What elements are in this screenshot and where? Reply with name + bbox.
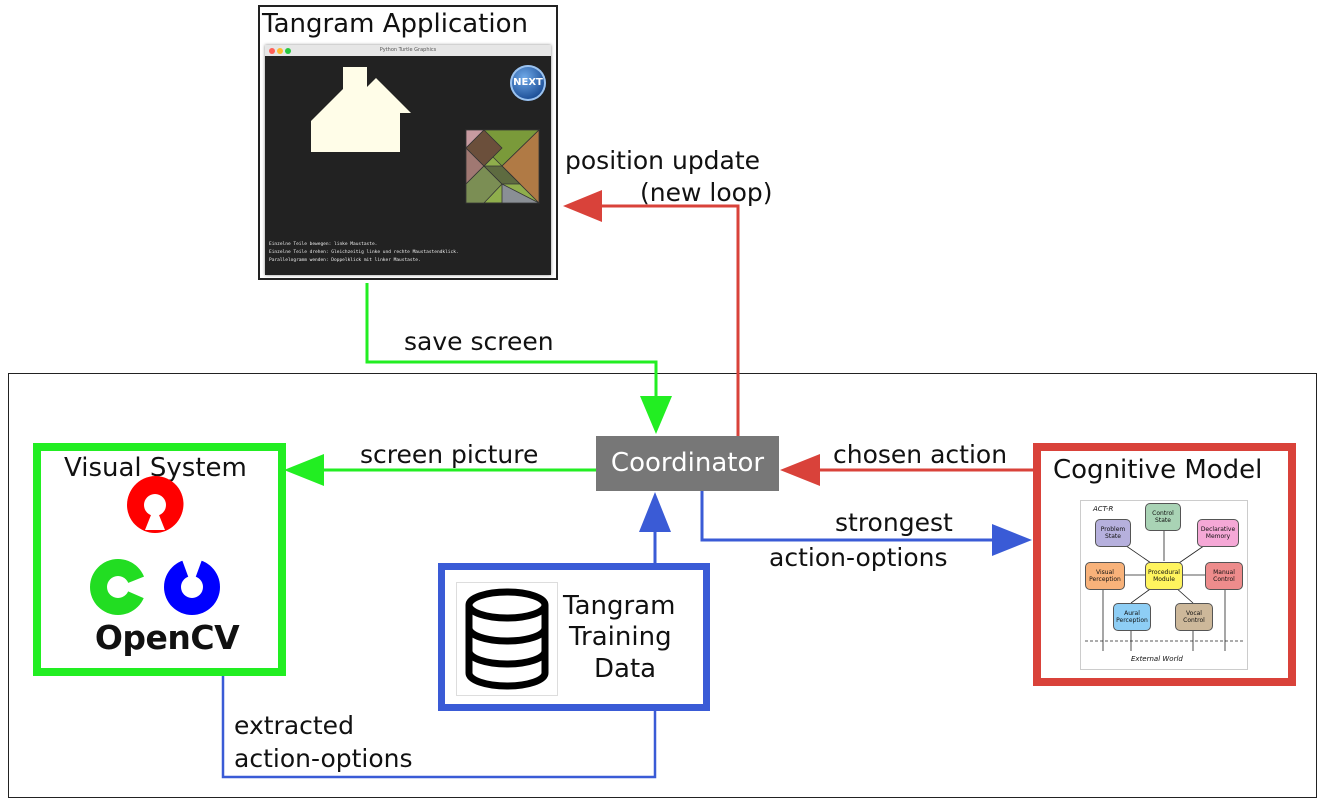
app-instruction: Einzelne Teile bewegen: linke Maustaste.: [269, 242, 378, 247]
next-button: NEXT: [510, 65, 546, 101]
position-update-label: position update: [565, 146, 761, 175]
app-instruction: Einzelne Teile drehen: Gleichzeitig link…: [269, 250, 459, 255]
control-state-module: Control State: [1145, 503, 1181, 531]
app-window-title: Python Turtle Graphics: [379, 47, 437, 53]
training-data-title-line3: Data: [594, 654, 657, 684]
app-titlebar: Python Turtle Graphics: [265, 45, 551, 56]
position-update-arrow: [598, 204, 740, 436]
tangram-square-icon: [465, 129, 540, 204]
tangram-shapes: [311, 67, 540, 204]
database-icon: [456, 582, 558, 696]
close-dot-icon: [269, 48, 275, 54]
manual-control-module: Manual Control: [1205, 562, 1243, 590]
cognitive-model-title: Cognitive Model: [1053, 455, 1263, 485]
new-loop-label: (new loop): [640, 178, 773, 207]
aural-perception-module: Aural Perception: [1113, 603, 1151, 631]
training-data-title-line1: Tangram: [563, 591, 676, 621]
system-boundary: [8, 373, 1317, 798]
screen-picture-arrowhead: [284, 454, 324, 486]
strongest-action-options-label: action-options: [769, 543, 948, 572]
extracted-label: extracted: [234, 711, 354, 740]
app-instruction: Parallelogramm wenden: Doppelklick mit l…: [269, 258, 421, 263]
visual-system-node: [33, 443, 286, 676]
training-data-title-line2: Training: [569, 622, 672, 652]
chosen-action-label: chosen action: [833, 440, 1008, 469]
strongest-options-arrowhead: [992, 524, 1032, 556]
strongest-label: strongest: [835, 508, 953, 537]
save-screen-arrow: [365, 283, 658, 410]
chosen-action-arrowhead: [780, 454, 820, 486]
actr-label: ACT-R: [1093, 505, 1114, 513]
extracted-action-options-label: action-options: [234, 744, 413, 773]
actr-architecture-figure: ACT-R Control State Problem State Declar…: [1080, 500, 1248, 670]
training-data-arrowhead: [639, 492, 671, 532]
declarative-memory-module: Declarative Memory: [1197, 519, 1239, 547]
minimize-dot-icon: [277, 48, 283, 54]
extracted-options-line: [221, 676, 657, 779]
screen-picture-label: screen picture: [360, 440, 539, 469]
opencv-logo-text: OpenCV: [94, 618, 240, 657]
vocal-control-module: Vocal Control: [1175, 603, 1213, 631]
visual-perception-module: Visual Perception: [1085, 562, 1125, 590]
tangram-application-title: Tangram Application: [262, 9, 528, 39]
external-world-label: External World: [1131, 655, 1183, 663]
strongest-options-arrow: [700, 491, 996, 542]
zoom-dot-icon: [285, 48, 291, 54]
training-data-node: [438, 563, 710, 711]
house-body-icon: [311, 67, 411, 152]
procedural-module: Procedural Module: [1145, 562, 1183, 590]
cognitive-model-node: [1033, 443, 1296, 686]
save-screen-arrowhead: [640, 396, 672, 434]
problem-state-module: Problem State: [1095, 519, 1131, 547]
save-screen-label: save screen: [404, 327, 554, 356]
position-update-arrowhead: [563, 190, 602, 222]
coordinator-node: Coordinator: [596, 436, 779, 491]
tangram-app-screenshot: Python Turtle Graphics NEXT Einzelne Tei…: [265, 45, 551, 275]
